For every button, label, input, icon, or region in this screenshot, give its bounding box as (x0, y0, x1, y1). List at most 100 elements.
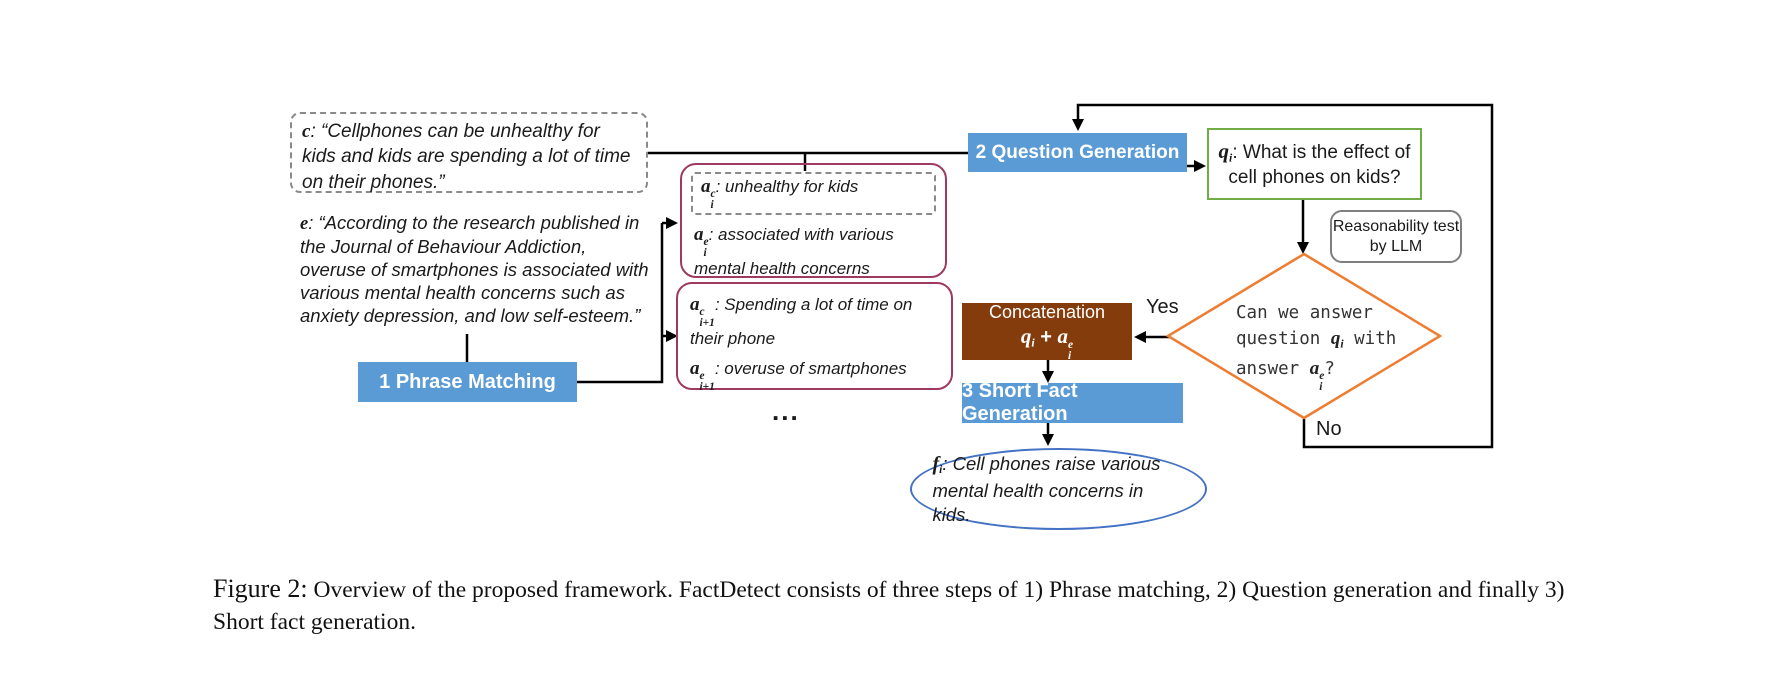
arrowheads (666, 119, 1309, 446)
math-base: a (1309, 358, 1320, 380)
reasonability-note-text: Reasonability test by LLM (1332, 217, 1460, 255)
figure-caption: Figure 2: Overview of the proposed frame… (213, 572, 1585, 638)
claim-symbol: c (302, 121, 311, 142)
math-base: a (690, 357, 700, 379)
more-pairs-ellipsis: ... (772, 396, 800, 426)
step-question-generation: 2 Question Generation (968, 133, 1187, 172)
concatenation-title: Concatenation (988, 301, 1106, 322)
math-base: q (1330, 328, 1341, 349)
reasonability-note: Reasonability test by LLM (1330, 210, 1462, 263)
math-sup: e (699, 369, 705, 382)
math-sub: i (939, 464, 943, 477)
arrowhead-sfg (1042, 371, 1054, 383)
claim-phrase-i-text: : unhealthy for kids (715, 177, 859, 196)
arrowhead-diamond (1297, 242, 1309, 254)
math-sup: e (1319, 370, 1325, 383)
step-phrase-matching-label: 1 Phrase Matching (379, 370, 556, 393)
connector-phrase-out (577, 223, 664, 384)
arrowhead-yes (1134, 331, 1146, 343)
math-base: a (1057, 324, 1069, 349)
math-sub: i (1031, 336, 1035, 350)
question-content: qi: What is the effect of cell phones on… (1215, 138, 1414, 190)
connector-no-loop (1076, 103, 1494, 449)
math-base: f (932, 453, 940, 476)
math-sub: i (703, 246, 707, 259)
decision-line3-pre: answer (1236, 359, 1310, 380)
evidence-text: e: “According to the research published … (300, 212, 656, 328)
math-sub: i (1340, 337, 1344, 351)
short-fact-text: : Cell phones raise various mental healt… (932, 453, 1161, 525)
evidence-symbol: e (300, 214, 309, 234)
claim-text: : “Cellphones can be unhealthy for kids … (302, 121, 631, 193)
short-fact-ellipse: fi: Cell phones raise various mental hea… (910, 448, 1207, 530)
step-question-generation-label: 2 Question Generation (975, 141, 1180, 163)
math-q-i: qi (1218, 138, 1233, 165)
math-sup: e (703, 235, 709, 248)
math-sub: i+1 (699, 380, 715, 393)
math-base: a (694, 223, 704, 245)
decision-line-2: question qi with (1236, 326, 1411, 356)
decision-line1-text: Can we answer (1236, 303, 1373, 323)
math-sub: i (710, 198, 714, 211)
step-short-fact-generation-label: 3 Short Fact Generation (962, 380, 1078, 425)
math-sub: i+1 (699, 316, 715, 329)
math-sub: i (1319, 381, 1323, 394)
question-box: qi: What is the effect of cell phones on… (1207, 128, 1422, 200)
claim-phrase-i1-text: : Spending a lot of time on their phone (690, 295, 913, 348)
math-sub: i (1068, 350, 1072, 363)
math-base: q (1020, 324, 1032, 349)
math-sup: c (699, 306, 705, 319)
math-sup: c (710, 188, 716, 201)
claim-box: c: “Cellphones can be unhealthy for kids… (290, 112, 648, 193)
math-sub: i (1229, 151, 1233, 165)
arrowhead-fact (1042, 434, 1054, 446)
math-base: a (690, 294, 700, 315)
evidence-body: : “According to the research published i… (300, 212, 649, 326)
question-text: : What is the effect of cell phones on k… (1228, 141, 1411, 188)
math-sup: e (1068, 339, 1074, 352)
step-phrase-matching: 1 Phrase Matching (358, 362, 577, 402)
figure-caption-text: Overview of the proposed framework. Fact… (213, 577, 1565, 635)
step-short-fact-generation: 3 Short Fact Generation (962, 380, 1183, 425)
arrowhead-question (1194, 160, 1206, 172)
math-q-i: qi (1330, 327, 1344, 351)
decision-line2-post: with (1343, 329, 1397, 349)
math-base: q (1218, 138, 1230, 163)
decision-diamond (1165, 252, 1443, 420)
arrowhead-pair1 (666, 217, 678, 229)
decision-line-1: Can we answer (1236, 301, 1411, 326)
no-label: No (1316, 418, 1342, 440)
plus-sign: + (1034, 326, 1058, 349)
decision-line2-pre: question (1236, 329, 1331, 349)
decision-line3-post: ? (1324, 359, 1335, 380)
evidence-phrase-i1-text: : overuse of smartphones (714, 358, 907, 378)
math-q-i: qi (1020, 324, 1035, 350)
arrowhead-no-loop (1072, 119, 1084, 131)
figure-caption-label: Figure 2: (213, 574, 308, 603)
short-fact-content: fi: Cell phones raise various mental hea… (933, 451, 1185, 526)
